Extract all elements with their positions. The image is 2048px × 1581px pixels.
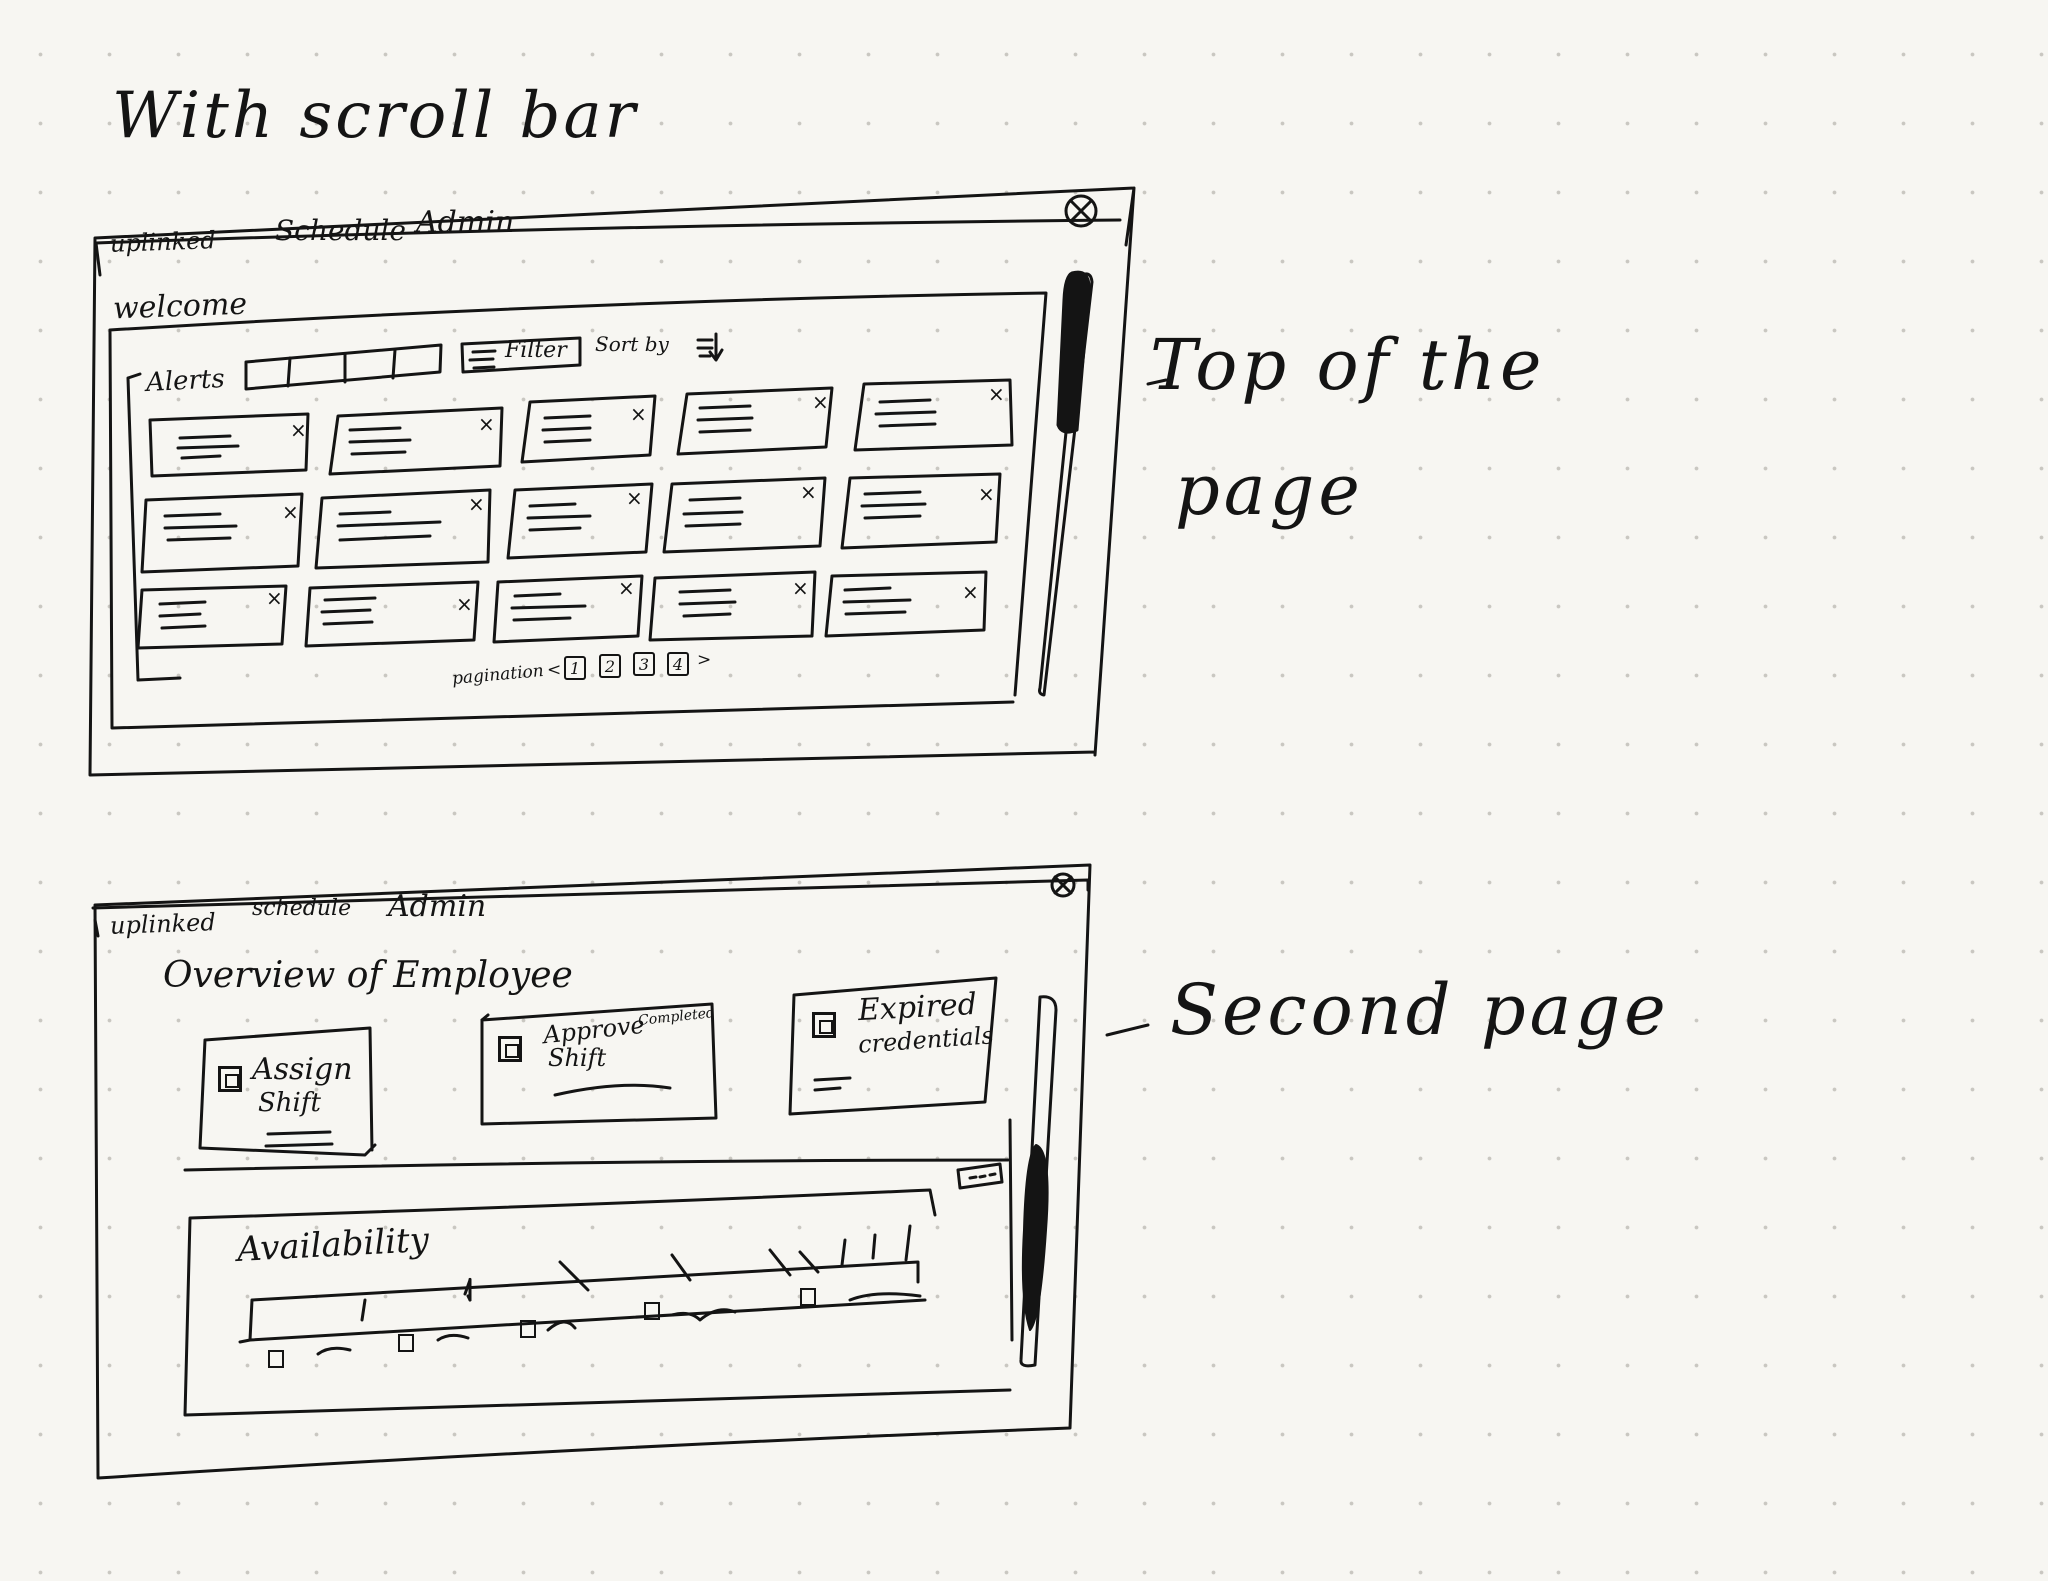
alert-card[interactable] bbox=[506, 482, 654, 560]
pagination-next[interactable]: > bbox=[697, 650, 712, 670]
pagination-page-4[interactable]: 4 bbox=[667, 652, 689, 676]
alert-card[interactable] bbox=[840, 472, 1002, 550]
scrollbar-second[interactable] bbox=[1008, 995, 1058, 1368]
availability-timeline bbox=[238, 1224, 927, 1344]
alert-close-icon[interactable]: × bbox=[282, 500, 299, 524]
pagination-page-1[interactable]: 1 bbox=[564, 656, 586, 680]
alert-card[interactable] bbox=[853, 378, 1014, 452]
alert-close-icon[interactable]: × bbox=[626, 486, 643, 510]
annotation-second-page: Second page bbox=[1170, 969, 1670, 1051]
window-top-content-frame bbox=[108, 291, 1048, 730]
availability-slot[interactable] bbox=[800, 1288, 816, 1306]
scrollbar-top[interactable] bbox=[1038, 270, 1094, 697]
alert-close-icon[interactable]: × bbox=[630, 402, 647, 426]
availability-slot[interactable] bbox=[644, 1302, 660, 1320]
expired-credentials-card-frame[interactable] bbox=[788, 976, 998, 1116]
pagination-page-3[interactable]: 3 bbox=[633, 652, 655, 676]
approve-shift-card-frame[interactable] bbox=[480, 1002, 718, 1126]
alert-close-icon[interactable]: × bbox=[468, 492, 485, 516]
card-icon bbox=[812, 1012, 836, 1038]
alert-card[interactable] bbox=[328, 406, 504, 476]
approve-card-title-line2[interactable]: Shift bbox=[548, 1044, 607, 1072]
alert-card[interactable] bbox=[148, 412, 310, 478]
alert-card[interactable] bbox=[676, 386, 834, 456]
nav-schedule[interactable]: schedule bbox=[252, 896, 352, 921]
alerts-label: Alerts bbox=[145, 363, 226, 399]
alert-close-icon[interactable]: × bbox=[800, 480, 817, 504]
alert-card[interactable] bbox=[824, 570, 988, 638]
alert-card[interactable] bbox=[492, 574, 644, 644]
pagination-prev[interactable]: < bbox=[547, 660, 562, 680]
alert-close-icon[interactable]: × bbox=[988, 382, 1005, 406]
assign-shift-card-frame[interactable] bbox=[198, 1026, 377, 1157]
availability-slot[interactable] bbox=[398, 1334, 414, 1352]
window-top-frame bbox=[88, 186, 1136, 777]
more-icon[interactable] bbox=[956, 1162, 1004, 1190]
alert-close-icon[interactable]: × bbox=[266, 586, 283, 610]
alerts-panel-frame bbox=[126, 372, 182, 682]
alert-close-icon[interactable]: × bbox=[618, 576, 635, 600]
annotation-arrow bbox=[1105, 378, 1168, 1037]
pagination-page-2[interactable]: 2 bbox=[599, 654, 621, 678]
search-segments[interactable] bbox=[244, 343, 443, 391]
close-circle-icon[interactable] bbox=[1064, 194, 1098, 228]
alert-grid bbox=[136, 378, 1014, 650]
annotation-top-of-page: Top of the bbox=[1150, 324, 1546, 406]
alert-card[interactable] bbox=[136, 584, 288, 650]
close-circle-icon[interactable] bbox=[1050, 872, 1076, 898]
expired-card-title[interactable]: Expired bbox=[857, 986, 978, 1029]
overview-title: Overview of Employee bbox=[163, 955, 573, 996]
scroll-thumb bbox=[1056, 270, 1091, 434]
alert-close-icon[interactable]: × bbox=[456, 592, 473, 616]
nav-schedule[interactable]: Schedule bbox=[275, 214, 406, 247]
alert-card[interactable] bbox=[662, 476, 827, 554]
welcome-text: welcome bbox=[112, 286, 248, 327]
alert-card[interactable] bbox=[648, 570, 817, 642]
alert-card[interactable] bbox=[314, 488, 492, 570]
filter-label[interactable]: Filter bbox=[505, 338, 567, 363]
alert-close-icon[interactable]: × bbox=[812, 390, 829, 414]
alert-card[interactable] bbox=[304, 580, 480, 648]
assign-card-title[interactable]: Assign bbox=[252, 1052, 353, 1087]
sketch-heading: With scroll bar bbox=[112, 79, 639, 153]
availability-slot[interactable] bbox=[268, 1350, 284, 1368]
alert-close-icon[interactable]: × bbox=[792, 576, 809, 600]
alert-card[interactable] bbox=[520, 394, 657, 464]
nav-admin[interactable]: Admin bbox=[388, 889, 487, 924]
nav-admin[interactable]: Admin bbox=[416, 205, 515, 240]
sort-by-label[interactable]: Sort by bbox=[595, 332, 669, 356]
availability-panel-frame bbox=[183, 1158, 1012, 1417]
nav-brand[interactable]: uplinked bbox=[109, 226, 217, 258]
availability-slot[interactable] bbox=[520, 1320, 536, 1338]
alert-close-icon[interactable]: × bbox=[290, 418, 307, 442]
annotation-top-of-page-continued: page bbox=[1175, 449, 1364, 531]
alert-close-icon[interactable]: × bbox=[478, 412, 495, 436]
window-second-frame bbox=[91, 863, 1092, 1480]
nav-brand[interactable]: uplinked bbox=[109, 908, 217, 940]
card-icon bbox=[218, 1066, 242, 1092]
alert-close-icon[interactable]: × bbox=[978, 482, 995, 506]
assign-card-title-line2[interactable]: Shift bbox=[258, 1088, 321, 1118]
sort-arrow-icon[interactable] bbox=[696, 332, 724, 362]
filter-button-box[interactable] bbox=[460, 336, 582, 374]
alert-close-icon[interactable]: × bbox=[962, 580, 979, 604]
availability-title: Availability bbox=[236, 1220, 430, 1270]
scroll-thumb bbox=[1021, 1144, 1049, 1331]
alert-card[interactable] bbox=[140, 492, 304, 574]
availability-legend bbox=[316, 1292, 922, 1356]
card-icon bbox=[498, 1036, 522, 1062]
